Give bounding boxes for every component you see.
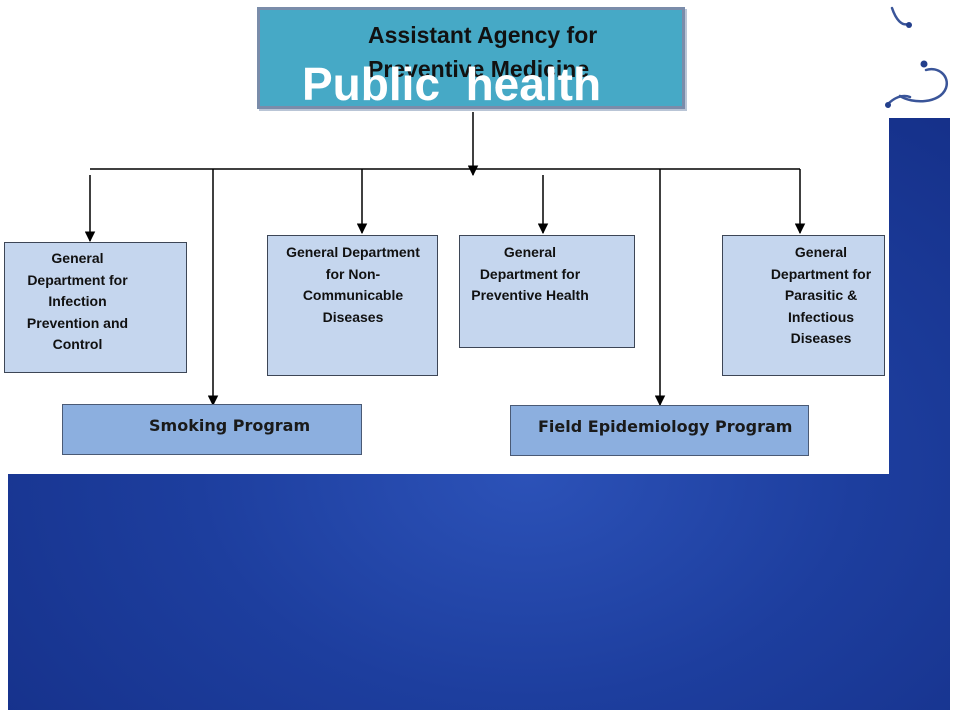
field-epi-program-box: Field Epidemiology Program <box>510 405 809 456</box>
dept-infection-box: General Department for Infection Prevent… <box>4 242 187 373</box>
dept-infection-label: General Department for Infection Prevent… <box>26 250 129 352</box>
smoking-program-box: Smoking Program <box>62 404 362 455</box>
public-health-title: Public health <box>302 58 602 110</box>
dept-non-communicable-label: General Department for Non-Communicable … <box>286 244 420 325</box>
stethoscope-icon <box>885 6 949 108</box>
field-epi-program-label: Field Epidemiology Program <box>538 417 793 436</box>
dept-parasitic-box: General Department for Parasitic & Infec… <box>722 235 885 376</box>
agency-title: Assistant Agency for Preventive Medicine <box>368 22 598 82</box>
smoking-program-label: Smoking Program <box>149 416 311 435</box>
dept-parasitic-label: General Department for Parasitic & Infec… <box>770 244 872 346</box>
dept-preventive-box: General Department for Preventive Health <box>459 235 635 348</box>
dept-preventive-label: General Department for Preventive Health <box>471 244 589 303</box>
dept-non-communicable-box: General Department for Non-Communicable … <box>267 235 438 376</box>
agency-box <box>257 7 685 109</box>
